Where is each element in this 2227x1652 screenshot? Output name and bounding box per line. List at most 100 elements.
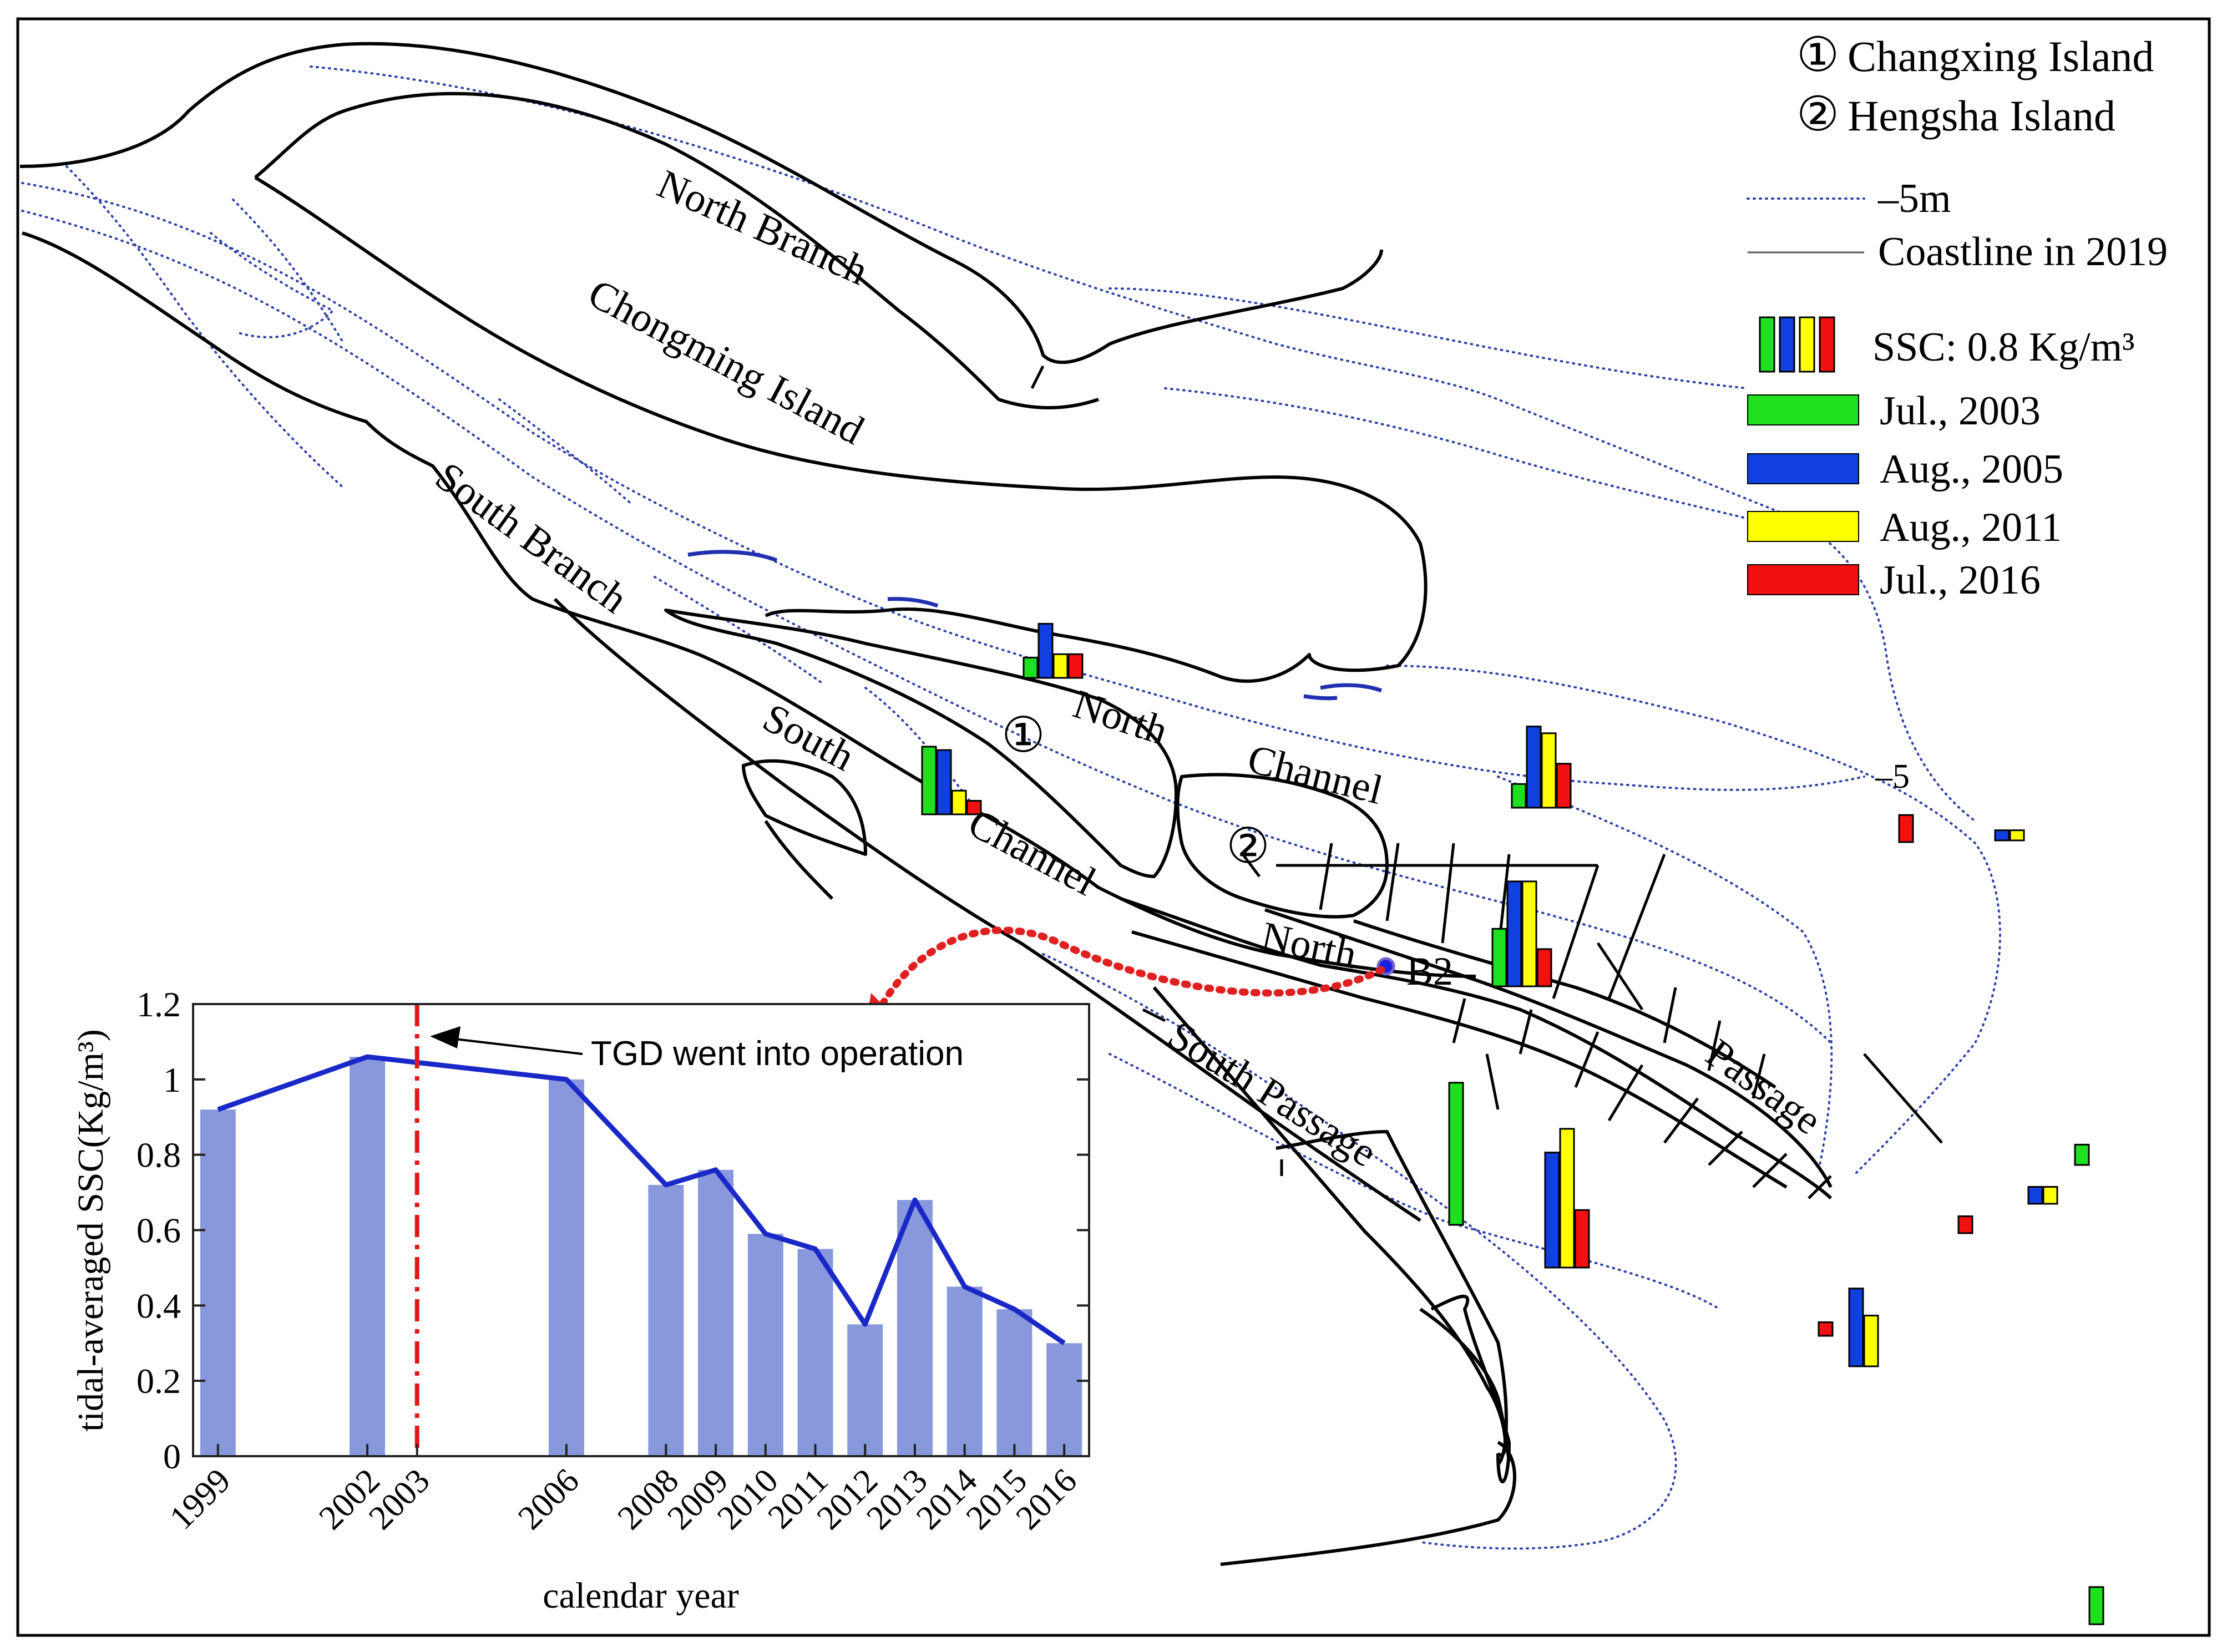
ssc-scale-label: SSC: 0.8 Kg/m³: [1872, 325, 2134, 370]
inset-bar-2009: [698, 1169, 734, 1456]
legend-label-aug-2011: Aug., 2011: [1880, 505, 2062, 550]
inset-y-tick-label-0: 0: [163, 1437, 181, 1476]
legend-swatch-aug-2011: [1747, 511, 1859, 542]
legend-swatch-jul-2016: [1747, 564, 1859, 595]
inset-y-tick-label-1: 1: [163, 1060, 181, 1099]
label-south-passage: South Passage: [1160, 1012, 1384, 1176]
ssc-bar-offshore-c-jul-2003: [2074, 1143, 2090, 1166]
ssc-group-offshore-c: [2074, 1143, 2090, 1166]
inset-x-tick-label-2016: 2016: [1009, 1462, 1084, 1537]
coastline-legend-label: Coastline in 2019: [1878, 229, 2168, 275]
inset-bar-2006: [548, 1079, 584, 1456]
ssc-bar-south-passage-right-aug-2005: [1544, 1152, 1560, 1269]
ssc-bar-south-channel-upper-aug-2011: [951, 789, 967, 815]
annotation-arrow-line: [441, 1036, 583, 1055]
ssc-bar-offshore-d-aug-2011: [2042, 1186, 2058, 1205]
legend-label-aug-2005: Aug., 2005: [1880, 447, 2063, 492]
ssc-group-offshore-b: [1994, 829, 2025, 842]
ssc-scale-bar-jul-2016: [1819, 316, 1835, 373]
inset-bars: [200, 1057, 1082, 1456]
inset-bar-2013: [897, 1200, 933, 1456]
inset-bar-2015: [996, 1309, 1032, 1456]
inset-x-tick-label-2006: 2006: [511, 1462, 586, 1537]
island-legend-number-2: ②: [1796, 88, 1839, 141]
ssc-bar-offshore-e-jul-2016: [1957, 1215, 1973, 1234]
ssc-group-offshore-a: [1898, 814, 1914, 843]
station-b2-label: B2: [1406, 949, 1453, 994]
ssc-bar-north-channel-lower-jul-2016: [1556, 763, 1572, 809]
ssc-group-north-passage: [1491, 880, 1552, 987]
label-north-branch: North Branch: [651, 161, 874, 295]
inset-y-tick-label-0.8: 0.8: [136, 1136, 181, 1175]
inset-x-axis-label: calendar year: [543, 1575, 739, 1616]
inset-line: [217, 1054, 1066, 1345]
inset-y-tick-label-0.6: 0.6: [136, 1211, 181, 1250]
inset-bar-2012: [847, 1324, 883, 1456]
legend-label-jul-2016: Jul., 2016: [1880, 558, 2041, 603]
inset-y-axis-label: tidal-averaged SSC(Kg/m³): [70, 1029, 111, 1431]
ssc-bar-south-passage-right-jul-2016: [1574, 1209, 1590, 1269]
ssc-bar-north-channel-lower-jul-2003: [1511, 783, 1527, 809]
ssc-group-offshore-g: [1848, 1288, 1879, 1367]
inset-bar-2008: [648, 1185, 684, 1456]
ssc-bar-north-channel-lower-aug-2005: [1526, 726, 1542, 809]
inset-bar-2016: [1046, 1343, 1082, 1456]
ssc-bar-south-passage-left-jul-2003: [1448, 1082, 1464, 1226]
ssc-bar-north-passage-jul-2016: [1536, 948, 1552, 987]
ssc-bar-offshore-a-jul-2016: [1898, 814, 1914, 843]
ssc-bar-south-channel-upper-jul-2016: [966, 800, 982, 815]
ssc-group-offshore-d: [2027, 1186, 2058, 1205]
ssc-bar-offshore-d-aug-2005: [2027, 1186, 2043, 1205]
inset-bar-2002: [350, 1057, 386, 1456]
inset-y-ticks: 00.20.40.60.811.2: [136, 985, 1089, 1476]
inset-y-tick-label-0.2: 0.2: [136, 1361, 181, 1401]
ssc-bar-north-passage-jul-2003: [1491, 928, 1507, 987]
ssc-bar-north-channel-upper-jul-2003: [1023, 656, 1039, 679]
label-isobath-mark: –5: [1875, 758, 1910, 795]
isobath-contours: [21, 65, 2001, 1550]
ssc-bar-north-channel-upper-aug-2011: [1052, 653, 1069, 679]
legend-swatch-aug-2005: [1747, 453, 1859, 484]
ssc-bar-offshore-g-aug-2011: [1863, 1315, 1879, 1367]
inset-bar-1999: [200, 1109, 236, 1456]
ssc-group-north-channel-upper: [1023, 622, 1084, 679]
line-legend: –5m Coastline in 2019: [1747, 176, 2168, 275]
ssc-scale-bar-aug-2005: [1779, 316, 1795, 373]
legend-label-jul-2003: Jul., 2003: [1880, 388, 2041, 434]
inset-background: [193, 1004, 1089, 1456]
map-frame: [16, 17, 2211, 1637]
ssc-group-offshore-h: [2088, 1586, 2104, 1625]
inset-bar-2014: [947, 1286, 983, 1456]
map-legend: ① Changxing Island ② Hengsha Island –5m …: [1747, 28, 2168, 603]
island-legend: ① Changxing Island ② Hengsha Island: [1796, 28, 2154, 141]
inset-series-line: [217, 1054, 1066, 1345]
label-north-passage-1: North: [1257, 913, 1360, 977]
label-north-channel-2: Channel: [1243, 736, 1387, 813]
ssc-bar-north-passage-aug-2005: [1506, 880, 1522, 987]
ssc-bar-north-channel-upper-aug-2005: [1037, 622, 1054, 679]
ssc-group-south-passage-right: [1544, 1128, 1590, 1269]
ssc-bar-south-passage-right-aug-2011: [1559, 1128, 1575, 1269]
ssc-group-offshore-e: [1957, 1215, 1973, 1234]
island-legend-name-1: Changxing Island: [1848, 32, 2154, 80]
ssc-bar-offshore-b-aug-2005: [1994, 829, 2010, 842]
ssc-bar-south-channel-upper-aug-2005: [936, 749, 952, 815]
ssc-group-offshore-f: [1818, 1321, 1834, 1337]
inset-y-tick-label-0.4: 0.4: [136, 1286, 181, 1325]
inset-bar-2010: [747, 1234, 783, 1456]
label-north-channel-1: North: [1068, 681, 1173, 754]
label-north-passage-2: Passage: [1698, 1030, 1830, 1143]
label-chongming-island: Chongming Island: [581, 271, 871, 454]
shoal-marks: [687, 550, 1383, 701]
ssc-group-south-passage-left: [1448, 1082, 1464, 1226]
label-south-channel-2: Channel: [961, 800, 1103, 905]
label-island-2: ②: [1226, 820, 1270, 874]
island-legend-name-2: Hengsha Island: [1848, 92, 2115, 140]
ssc-bar-north-channel-upper-jul-2016: [1067, 653, 1084, 679]
legend-swatch-jul-2003: [1747, 394, 1859, 425]
label-island-1: ①: [1001, 709, 1045, 763]
isobath-legend-label: –5m: [1877, 176, 1951, 221]
